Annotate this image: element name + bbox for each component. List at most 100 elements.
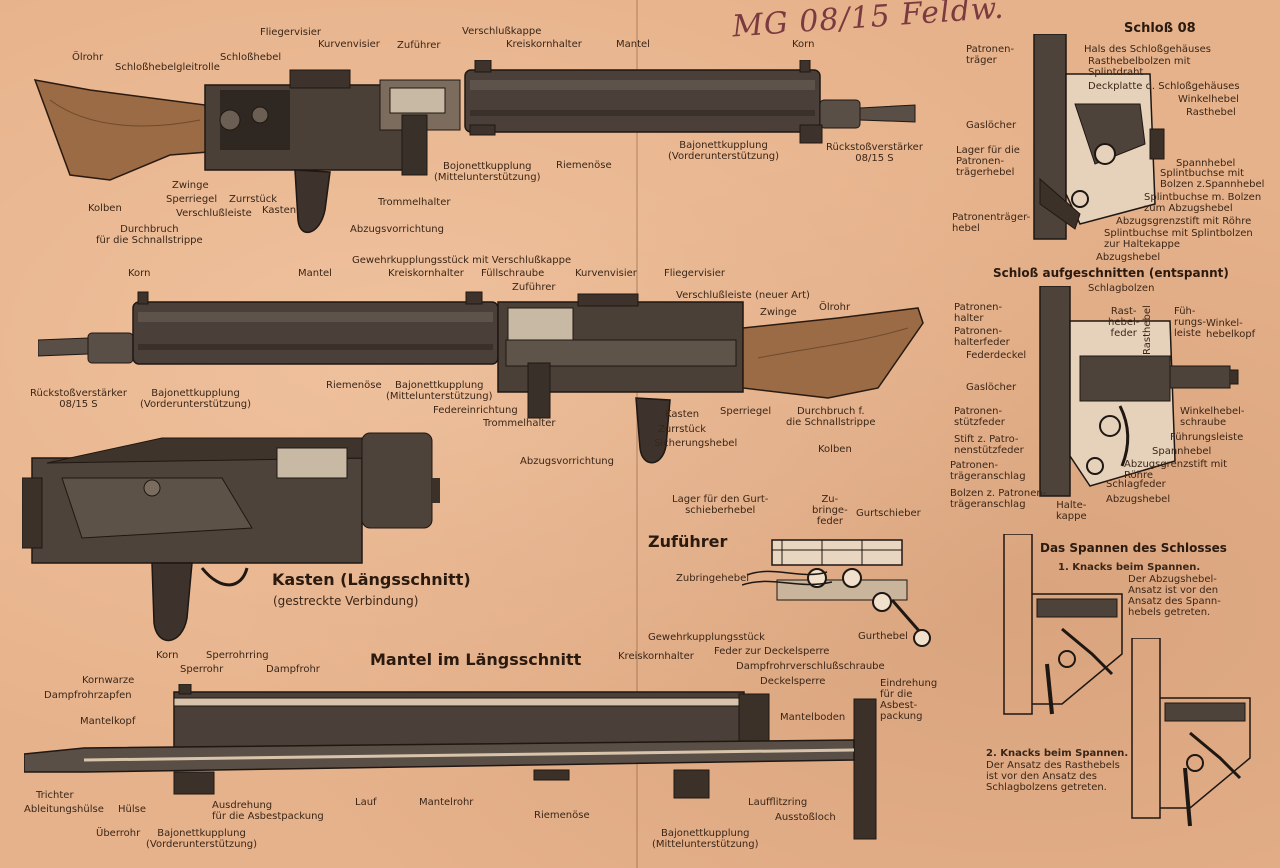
label-mantel-riemenoese: Riemenöse xyxy=(534,810,590,821)
label-mantel-bajonett-mittel: Bajonettkupplung (Mittelunterstützung) xyxy=(652,828,759,850)
label-sperriegel-2: Sperriegel xyxy=(720,406,772,417)
label-oelrohr-1: Ölrohr xyxy=(72,52,104,63)
label-fuehrungsleiste2: Führungsleiste xyxy=(1170,432,1244,443)
label-laufflitzring: Laufflitzring xyxy=(748,797,808,808)
label-ableitungshuelse: Ableitungshülse xyxy=(24,804,104,815)
label-lauf: Lauf xyxy=(355,797,377,808)
label-trichter: Trichter xyxy=(36,790,74,801)
mantel-section-drawing xyxy=(24,684,877,840)
label-kolben-2: Kolben xyxy=(818,444,852,455)
label-splintbuchse-spann: Splintbuchse mit Bolzen z.Spannhebel xyxy=(1160,168,1265,190)
schloss-cut-drawing xyxy=(1039,286,1239,497)
fold-line xyxy=(636,0,638,868)
handwritten-note: MG 08/15 Feldw. xyxy=(731,0,1006,45)
label-fuellschraube: Füllschraube xyxy=(481,268,545,279)
label-dampfrohrverschlussschraube: Dampfrohrverschlußschraube xyxy=(736,661,885,672)
label-bajonett-mittel-1: Bojonettkupplung (Mittelunterstützung) xyxy=(434,161,541,183)
label-bajonett-mittel-2: Bajonettkupplung (Mittelunterstützung) xyxy=(386,380,493,402)
label-patronentraegerhebel: Patronenträger- hebel xyxy=(952,212,1031,234)
label-bolzen: Bolzen z. Patronen- trägeranschlag xyxy=(950,488,1047,510)
label-gurtschieber: Gurtschieber xyxy=(856,508,921,519)
label-mantel-kreiskornhalter: Kreiskornhalter xyxy=(618,651,694,662)
label-deckplatte: Deckplatte d. Schloßgehäuses xyxy=(1088,81,1240,92)
label-stift: Stift z. Patro- nenstützfeder xyxy=(954,434,1024,456)
label-zwinge-2: Zwinge xyxy=(760,307,797,318)
label-lager-patronentraegerhebel: Lager für die Patronen- trägerhebel xyxy=(956,145,1020,178)
label-splintbuchse-halte: Splintbuchse mit Splintbolzen zur Haltek… xyxy=(1104,228,1253,250)
label-kurvenvisier-1: Kurvenvisier xyxy=(318,39,380,50)
label-kasten-2: Kasten xyxy=(665,409,700,420)
label-zurrstueck-2: Zurrstück xyxy=(658,424,706,435)
label-durchbruch-2: Durchbruch f. die Schnallstrippe xyxy=(786,406,876,428)
label-rasthebelbolzen: Rasthebelbolzen mit Splintdraht xyxy=(1088,56,1191,78)
label-huelse: Hülse xyxy=(118,804,146,815)
label-gewehrkupplungsstueck: Gewehrkupplungsstück xyxy=(648,632,765,643)
label-hals: Hals des Schloßgehäuses xyxy=(1084,44,1211,55)
label-gasloecher-cut: Gaslöcher xyxy=(966,382,1017,393)
label-patronentraeger: Patronen- träger xyxy=(966,44,1015,66)
label-schlosshebel: Schloßhebel xyxy=(220,52,282,63)
label-trommelhalter-1: Trommelhalter xyxy=(378,197,451,208)
label-zwinge-1: Zwinge xyxy=(172,180,209,191)
label-abzugsvorrichtung-2: Abzugsvorrichtung xyxy=(520,456,614,467)
label-rasthebel: Rasthebel xyxy=(1186,107,1236,118)
label-patronenhalter: Patronen- halter xyxy=(954,302,1003,324)
mantel-title: Mantel im Längsschnitt xyxy=(370,650,582,669)
label-ausstossloch: Ausstoßloch xyxy=(775,812,836,823)
label-federeinrichtung: Federeinrichtung xyxy=(433,405,518,416)
label-sicherungshebel: Sicherungshebel xyxy=(654,438,738,449)
label-abzugsvorrichtung-1: Abzugsvorrichtung xyxy=(350,224,444,235)
label-zufuehrer-2: Zuführer xyxy=(512,282,556,293)
label-patronenstuetzfeder: Patronen- stützfeder xyxy=(954,406,1005,428)
label-oelrohr-2: Ölrohr xyxy=(819,302,851,313)
label-kurvenvisier-2: Kurvenvisier xyxy=(575,268,637,279)
label-abzugshebel-cut: Abzugshebel xyxy=(1106,494,1171,505)
label-kornwarze: Kornwarze xyxy=(82,675,135,686)
spannen-step2-text: Der Ansatz des Rasthebels ist vor den An… xyxy=(986,760,1120,793)
label-zuf-lager: Lager für den Gurt- schieberhebel xyxy=(672,494,769,516)
kasten-subtitle: (gestreckte Verbindung) xyxy=(273,594,419,608)
label-spannhebel-cut: Spannhebel xyxy=(1152,446,1212,457)
label-patronentraegeranschlag: Patronen- trägeranschlag xyxy=(950,460,1026,482)
label-mantelboden: Mantelboden xyxy=(780,712,846,723)
label-dampfrohr: Dampfrohr xyxy=(266,664,320,675)
schloss-drawing xyxy=(1033,34,1165,240)
label-fuehrungsleiste: Füh- rungs- leiste xyxy=(1174,306,1206,339)
label-dampfrohrzapfen: Dampfrohrzapfen xyxy=(44,690,132,701)
label-verschlussleiste-2: Verschlußleiste (neuer Art) xyxy=(676,290,810,301)
zufuehrer-drawing xyxy=(742,539,931,647)
label-mantelrohr: Mantelrohr xyxy=(419,797,474,808)
label-mantel-bajonett-vorder: Bajonettkupplung (Vorderunterstützung) xyxy=(146,828,258,850)
label-deckelsperre: Deckelsperre xyxy=(760,676,826,687)
label-patronenhalterfeder: Patronen- halterfeder xyxy=(954,326,1010,348)
spannen-step1-title: 1. Knacks beim Spannen. xyxy=(1058,562,1201,573)
label-kreiskornhalter-2: Kreiskornhalter xyxy=(388,268,464,279)
label-riemenoese-1: Riemenöse xyxy=(556,160,612,171)
label-zubringehebel: Zubringehebel xyxy=(676,573,750,584)
kasten-title: Kasten (Längsschnitt) xyxy=(272,570,471,589)
spannen-title: Das Spannen des Schlosses xyxy=(1040,541,1227,555)
label-gewehrkupplung-2: Gewehrkupplungsstück mit Verschlußkappe xyxy=(352,255,572,266)
label-zufuehrer-1: Zuführer xyxy=(397,40,441,51)
label-korn-2: Korn xyxy=(128,268,151,279)
mg-side-view-left xyxy=(33,60,916,234)
label-korn-1: Korn xyxy=(792,39,815,50)
label-rasthebelfeder: Rast- hebel- feder xyxy=(1108,306,1140,339)
label-splintbuchse-abzug: Splintbuchse m. Bolzen zum Abzugshebel xyxy=(1144,192,1262,214)
label-federdeckel: Federdeckel xyxy=(966,350,1027,361)
label-abzugsgrenzstift: Abzugsgrenzstift mit Röhre xyxy=(1116,216,1252,227)
label-zubringefeder: Zu- bringe- feder xyxy=(812,494,848,527)
label-rueckstoss-1: Rückstoßverstärker 08/15 S xyxy=(826,142,923,164)
label-ueberrohr: Überrohr xyxy=(96,828,141,839)
schloss-cut-title: Schloß aufgeschnitten (entspannt) xyxy=(993,266,1229,280)
label-kolben-1: Kolben xyxy=(88,203,122,214)
label-haltekappe: Halte- kappe xyxy=(1056,500,1087,522)
label-mantel-2: Mantel xyxy=(298,268,332,279)
label-winkelhebel: Winkelhebel xyxy=(1178,94,1239,105)
spannen-step1-text: Der Abzugshebel- Ansatz ist vor den Ansa… xyxy=(1128,574,1221,618)
label-winkelhebelschraube: Winkelhebel- schraube xyxy=(1180,406,1245,428)
label-zurrstueck-1: Zurrstück xyxy=(229,194,277,205)
label-bajonett-vorder-1: Bajonettkupplung (Vorderunterstützung) xyxy=(668,140,780,162)
mg-side-view-right xyxy=(38,291,924,464)
